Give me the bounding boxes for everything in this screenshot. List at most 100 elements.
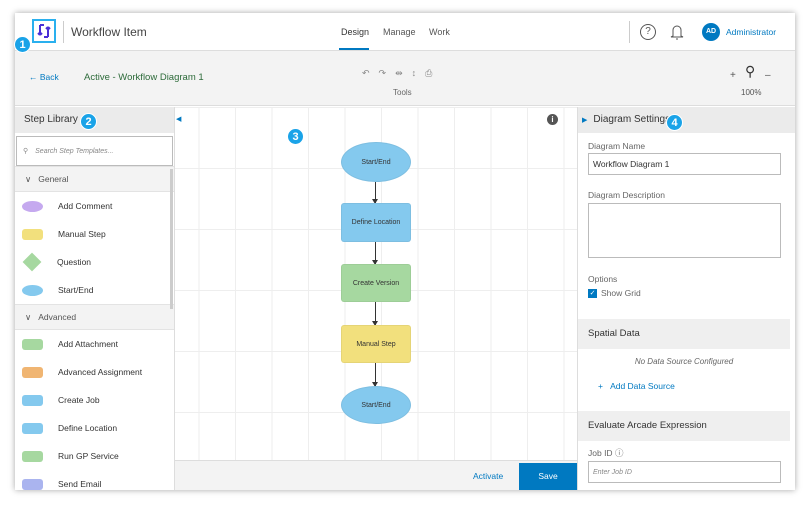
diagram-name-label: Diagram Name	[588, 141, 645, 151]
search-icon: ⚲	[23, 147, 28, 155]
callout-badge-3: 3	[287, 128, 304, 145]
group-general[interactable]: ∨ General	[15, 166, 174, 192]
no-source-text: No Data Source Configured	[578, 357, 790, 366]
item-label: Add Comment	[58, 201, 112, 211]
ellipse-swatch	[22, 201, 43, 212]
tab-design[interactable]: Design	[341, 27, 369, 37]
connector-arrow	[375, 363, 376, 386]
group-advanced[interactable]: ∨Advanced	[15, 304, 174, 330]
rect-swatch	[22, 395, 43, 406]
app-logo-icon[interactable]	[32, 19, 56, 43]
step-library-panel: Step Library ⚲Search Step Templates... ∨…	[15, 107, 175, 490]
info-icon[interactable]: ⓘ	[615, 448, 624, 458]
undo-icon[interactable]: ↶	[362, 68, 370, 79]
ellipse-swatch	[22, 285, 43, 296]
list-item[interactable]: Add Attachment	[15, 330, 174, 358]
group-label: General	[38, 174, 68, 184]
job-id-placeholder: Enter Job ID	[593, 469, 632, 476]
add-data-source-label: Add Data Source	[610, 381, 675, 391]
item-label: Advanced Assignment	[58, 367, 142, 377]
list-item[interactable]: Run GP Service	[15, 442, 174, 470]
back-label: Back	[40, 72, 59, 82]
list-item[interactable]: Question	[15, 248, 174, 276]
rect-swatch	[22, 451, 43, 462]
diagram-description-label: Diagram Description	[588, 190, 665, 200]
list-item[interactable]: Add Comment	[15, 192, 174, 220]
item-label: Send Email	[58, 479, 101, 489]
connector-arrow	[375, 302, 376, 325]
print-icon[interactable]: ⎙	[425, 68, 432, 79]
zoom-in-button[interactable]: +	[730, 70, 736, 81]
item-label: Run GP Service	[58, 451, 119, 461]
diagram-canvas[interactable]: ◀ i Start/End Define Location Create Ver…	[175, 107, 577, 490]
chevron-down-icon: ∨	[25, 312, 31, 323]
search-input[interactable]: ⚲ Search Step Templates...	[16, 136, 173, 166]
node-define-location[interactable]: Define Location	[341, 203, 411, 242]
top-header: Workflow Item Design Manage Work ? AD Ad…	[15, 13, 795, 51]
connector-arrow	[375, 182, 376, 203]
back-button[interactable]: ← Back	[29, 72, 59, 82]
align-vertical-icon[interactable]: ↕	[412, 68, 417, 79]
node-manual-step[interactable]: Manual Step	[341, 325, 411, 363]
list-item[interactable]: Send Email	[15, 470, 174, 490]
chevron-down-icon: ∨	[25, 174, 31, 185]
app-title: Workflow Item	[71, 25, 147, 39]
bell-icon[interactable]	[670, 23, 684, 41]
collapse-left-icon[interactable]: ◀	[176, 115, 181, 123]
save-button[interactable]: Save	[519, 463, 577, 490]
node-create-version[interactable]: Create Version	[341, 264, 411, 302]
settings-header: ▶ Diagram Settings	[578, 107, 795, 133]
avatar[interactable]: AD	[702, 23, 720, 41]
list-item[interactable]: Start/End	[15, 276, 174, 304]
rect-swatch	[22, 339, 43, 350]
tab-manage[interactable]: Manage	[383, 27, 416, 37]
help-icon[interactable]: ?	[640, 24, 656, 40]
callout-badge-2: 2	[80, 113, 97, 130]
search-zoom-icon: ⚲	[745, 63, 755, 80]
callout-badge-1: 1	[14, 36, 31, 53]
redo-icon[interactable]: ↷	[379, 68, 387, 79]
align-horizontal-icon[interactable]: ⇹	[395, 68, 403, 79]
list-item[interactable]: Advanced Assignment	[15, 358, 174, 386]
user-name[interactable]: Administrator	[726, 27, 776, 37]
list-item[interactable]: Manual Step	[15, 220, 174, 248]
toolbar: ← Back Active - Workflow Diagram 1 ↶ ↷ ⇹ ↕ ⎙…	[15, 51, 795, 106]
diagram-description-input[interactable]	[588, 203, 781, 258]
rect-swatch	[22, 367, 43, 378]
job-id-input[interactable]: Enter Job ID	[588, 461, 781, 483]
diagram-status: Active - Workflow Diagram 1	[84, 72, 204, 83]
item-label: Create Job	[58, 395, 100, 405]
connector-arrow	[375, 242, 376, 264]
callout-badge-4: 4	[666, 114, 683, 131]
show-grid-checkbox[interactable]: ✓	[588, 289, 597, 298]
activate-button[interactable]: Activate	[473, 471, 503, 481]
app-window: Workflow Item Design Manage Work ? AD Ad…	[15, 13, 795, 490]
settings-title: Diagram Settings	[593, 114, 670, 125]
diagram-settings-panel: ▶ Diagram Settings Diagram Name Workflow …	[577, 107, 795, 490]
tab-work[interactable]: Work	[429, 27, 450, 37]
item-label: Question	[57, 257, 91, 267]
scrollbar[interactable]	[170, 169, 173, 309]
zoom-level: 100%	[741, 88, 761, 97]
item-label: Manual Step	[58, 229, 106, 239]
node-start[interactable]: Start/End	[341, 142, 411, 182]
diagram-name-input[interactable]: Workflow Diagram 1	[588, 153, 781, 175]
show-grid-label: Show Grid	[601, 288, 641, 298]
item-label: Add Attachment	[58, 339, 118, 349]
info-icon[interactable]: i	[547, 114, 558, 125]
tools-label: Tools	[393, 88, 412, 97]
diamond-swatch	[23, 253, 42, 272]
list-item[interactable]: Create Job	[15, 386, 174, 414]
collapse-right-icon[interactable]: ▶	[582, 117, 587, 124]
job-id-text: Job ID	[588, 448, 613, 458]
node-end[interactable]: Start/End	[341, 386, 411, 424]
item-label: Start/End	[58, 285, 93, 295]
list-item[interactable]: Define Location	[15, 414, 174, 442]
spatial-data-header: Spatial Data	[578, 319, 790, 349]
search-placeholder: Search Step Templates...	[35, 148, 113, 155]
options-label: Options	[588, 274, 617, 284]
zoom-out-button[interactable]: –	[765, 70, 771, 81]
canvas-footer: Activate Save	[175, 460, 577, 490]
item-label: Define Location	[58, 423, 117, 433]
add-data-source-link[interactable]: + Add Data Source	[598, 381, 675, 391]
